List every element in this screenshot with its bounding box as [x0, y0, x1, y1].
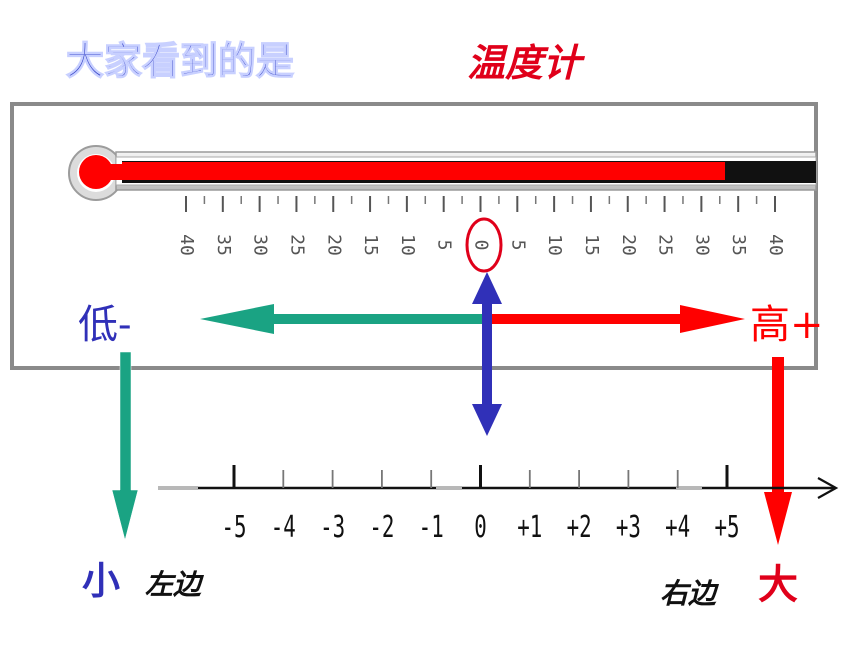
thermometer-scale-label: 25	[286, 234, 307, 256]
number-line-label: 0	[474, 510, 487, 545]
thermometer-scale-labels: 40 35 30 25 20 15 10 5 0 5 10 15 20 25 30 35 40	[176, 234, 786, 256]
thermometer-scale-label: 5	[434, 240, 455, 251]
thermometer-scale-label: 15	[581, 234, 602, 256]
heading-left: 大家看到的是	[66, 39, 294, 83]
number-line-label: +3	[616, 510, 641, 545]
number-line-label: +2	[567, 510, 592, 545]
heading-right: 温度计	[467, 40, 586, 85]
thermometer-scale-label: 10	[544, 234, 565, 256]
big-char: 大	[758, 561, 798, 608]
thermometer-scale-label: 40	[765, 234, 786, 256]
number-line	[158, 477, 839, 499]
thermometer-scale-label: 20	[323, 234, 344, 256]
zero-highlight-circle	[465, 217, 503, 273]
right-arrow	[489, 305, 745, 333]
number-line-labels: -5 -4 -3 -2 -1 0 +1 +2 +3 +4 +5	[221, 510, 739, 545]
thermometer-scale-label: 10	[397, 234, 418, 256]
thermometer-scale-label: 30	[691, 234, 712, 256]
thermometer-scale-label: 35	[728, 234, 749, 256]
thermometer-scale-label: 25	[655, 234, 676, 256]
thermometer-scale-label: 20	[618, 234, 639, 256]
right-down-arrow	[764, 357, 792, 545]
left-down-arrow	[111, 351, 139, 541]
left-side-text: 左边	[145, 568, 205, 601]
small-char: 小	[82, 559, 120, 603]
thermometer-scale-label: 30	[250, 234, 271, 256]
number-line-label: +5	[714, 510, 739, 545]
number-line-label: +4	[665, 510, 690, 545]
number-line-label: -5	[221, 510, 246, 545]
number-line-label: -4	[271, 510, 296, 545]
number-line-label: +1	[517, 510, 542, 545]
thermometer-scale-label: 40	[176, 234, 197, 256]
right-side-text: 右边	[660, 577, 720, 610]
number-line-ticks	[232, 465, 729, 488]
number-line-label: -3	[320, 510, 345, 545]
thermometer-scale	[185, 196, 776, 212]
left-arrow	[200, 304, 487, 334]
high-label: 高+	[750, 302, 824, 348]
low-label: 低-	[78, 302, 132, 348]
number-line-label: -2	[369, 510, 394, 545]
vertical-double-arrow	[472, 272, 502, 436]
mercury-column	[79, 155, 725, 189]
thermometer-scale-label: 5	[507, 240, 528, 251]
thermometer-scale-label: 35	[213, 234, 234, 256]
thermometer-scale-label: 15	[360, 234, 381, 256]
number-line-label: -1	[419, 510, 444, 545]
thermometer-scale-label: 0	[471, 240, 492, 251]
